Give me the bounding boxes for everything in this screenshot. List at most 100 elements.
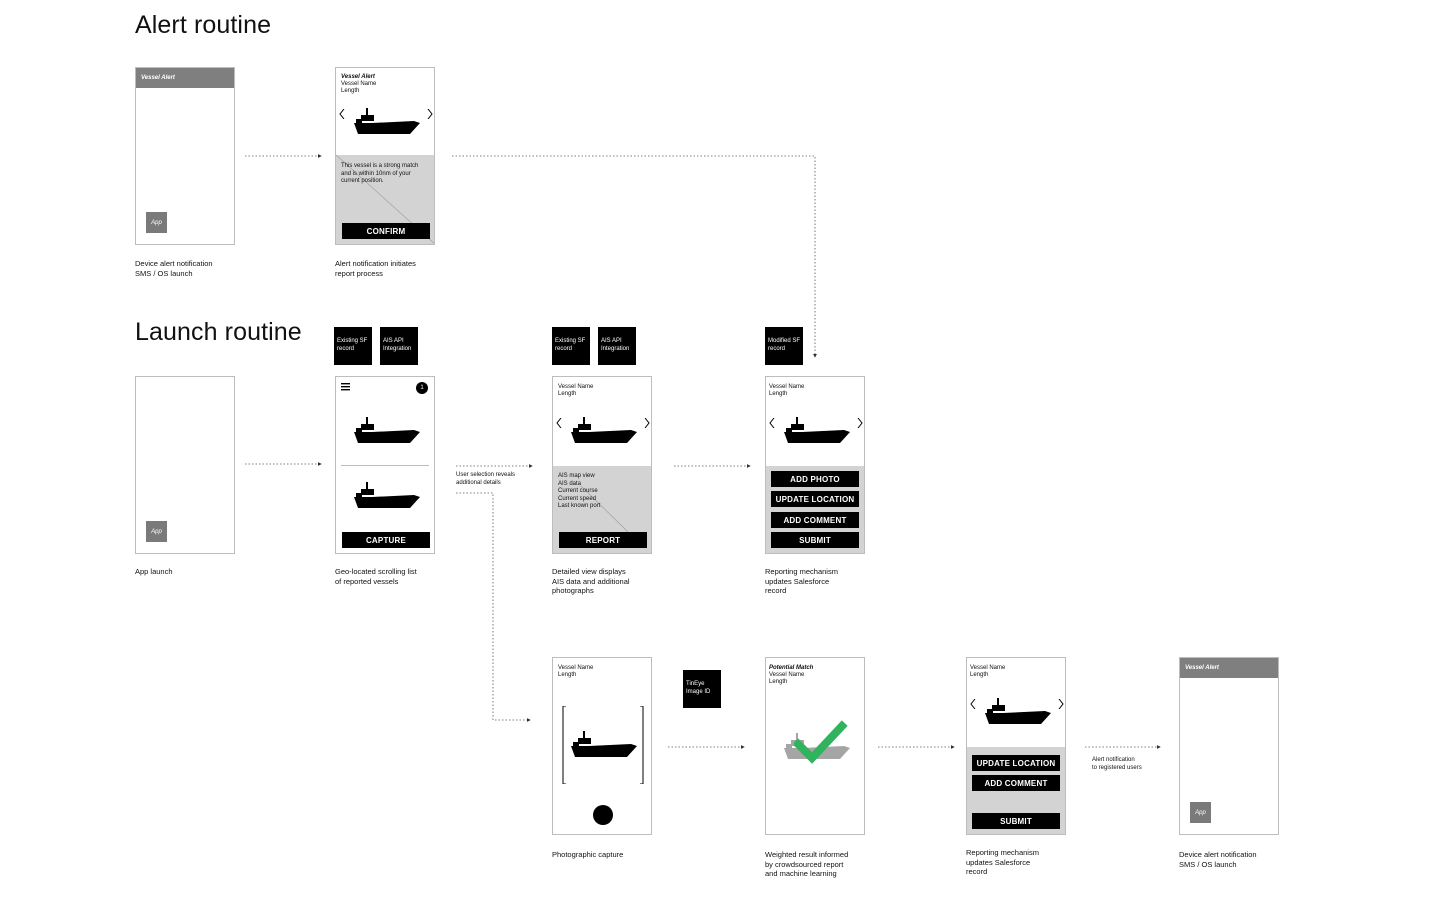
length-label: Length [769,679,788,685]
list-divider [341,465,429,466]
check-icon [794,720,848,764]
tag-line: TinEye [686,681,705,687]
caption-line: updates Salesforce [765,576,830,586]
ais-detail-item: Current course [558,488,598,494]
chevron-right-icon[interactable] [427,109,433,119]
tag-line: Integration [383,345,412,352]
ship-icon [784,417,850,443]
length-label: Length [769,391,788,397]
chevron-left-icon[interactable] [556,418,562,428]
tag-line: AIS API [601,338,622,344]
length-label: Length [341,88,360,94]
chevron-left-icon[interactable] [970,699,976,709]
app-icon[interactable]: App [146,521,167,542]
caption-line: updates Salesforce [966,857,1031,867]
submit-button[interactable]: SUBMIT [972,813,1060,829]
vessel-name-label: Vessel Name [341,81,377,87]
caption-line: by crowdsourced report [765,859,844,869]
caption-device-alert: Device alert notification SMS / OS launc… [135,259,213,278]
caption-line: Device alert notification [135,259,213,268]
caption-line: SMS / OS launch [1179,859,1237,869]
submit-button[interactable]: SUBMIT [771,532,859,548]
app-icon[interactable]: App [1190,802,1211,823]
caption-line: Reporting mechanism [765,567,838,576]
user-selection-label: User selection reveals additional detail… [456,472,515,487]
ship-icon[interactable] [352,482,420,508]
notification-badge[interactable]: 1 [416,382,428,394]
caption-line: AIS data and additional [552,576,630,586]
launch-routine-title: Launch routine [135,318,302,346]
alert-message-line: and is within 10nm of your [341,170,411,177]
menu-icon[interactable] [341,383,351,391]
caption-line: Geo-located scrolling list [335,567,417,576]
chevron-right-icon[interactable] [644,418,650,428]
caption-reporting-mechanism-2: Reporting mechanism updates Salesforce r… [966,848,1039,877]
caption-line: and machine learning [765,869,837,878]
ship-icon [571,417,637,443]
app-icon[interactable]: App [146,212,167,233]
tag-line: Existing SF [555,338,586,344]
tag-line: record [555,345,573,352]
ais-details-list: AIS map view AIS data Current course Cur… [558,473,600,511]
caption-weighted-result: Weighted result informed by crowdsourced… [765,850,848,879]
tag-line: record [768,345,786,352]
vessel-list-screen: 1 CAPTURE [335,376,435,554]
photo-capture-screen: Vessel Name Length [552,657,652,835]
potential-match-label: Potential Match [769,665,814,671]
vessel-detail-screen: Vessel Name Length AIS map view AIS data… [552,376,652,554]
capture-button[interactable]: CAPTURE [342,532,430,548]
caption-line: App launch [135,567,173,576]
confirm-button[interactable]: CONFIRM [342,223,430,239]
vessel-alert-bar: Vessel Alert [136,68,234,88]
caption-detailed-view: Detailed view displays AIS data and addi… [552,567,630,596]
alert-routine-title: Alert routine [135,11,272,39]
tag-line: Existing SF [337,338,368,344]
flow-label-line: to registered users [1092,764,1142,771]
update-location-button[interactable]: UPDATE LOCATION [972,755,1060,771]
ais-detail-item: AIS data [558,480,582,487]
caption-reporting-mechanism: Reporting mechanism updates Salesforce r… [765,567,838,596]
length-label: Length [558,391,577,397]
add-comment-button[interactable]: ADD COMMENT [972,775,1060,791]
chevron-right-icon[interactable] [857,418,863,428]
add-photo-button[interactable]: ADD PHOTO [771,471,859,487]
chevron-left-icon[interactable] [339,109,345,119]
ship-icon[interactable] [352,417,420,443]
report-button[interactable]: REPORT [559,532,647,548]
app-launch-screen: App [135,376,235,554]
device-alert-screen: Vessel Alert App [135,67,235,245]
caption-device-alert-2: Device alert notification SMS / OS launc… [1179,850,1257,869]
shutter-icon[interactable] [593,805,613,825]
flow-label-line: additional details [456,479,501,486]
alert-message: This vessel is a strong match and is wit… [341,163,418,186]
add-comment-button[interactable]: ADD COMMENT [771,512,859,528]
reporting-screen: Vessel Name Length ADD PHOTO UPDATE LOCA… [765,376,865,554]
caption-line: Photographic capture [552,850,624,859]
update-location-button[interactable]: UPDATE LOCATION [771,491,859,507]
ais-detail-item: AIS map view [558,473,595,479]
vessel-alert-label: Vessel Alert [341,74,375,80]
vessel-name-label: Vessel Name [970,665,1006,671]
caption-line: of reported vessels [335,576,399,586]
tag-line: Modified SF [768,338,801,344]
caption-app-launch: App launch [135,567,173,577]
chevron-left-icon[interactable] [769,418,775,428]
vessel-name-label: Vessel Name [769,384,805,390]
caption-line: photographs [552,586,594,595]
viewfinder-frame [562,706,644,784]
vessel-name-label: Vessel Name [769,672,805,678]
alert-message-line: current position. [341,178,384,184]
alert-notification-label: Alert notification to registered users [1092,757,1142,772]
ship-icon [985,698,1051,724]
ship-icon [354,108,420,134]
caption-line: Alert notification initiates [335,259,416,268]
caption-line: Reporting mechanism [966,848,1039,857]
flow-label-line: User selection reveals [456,472,516,478]
chevron-right-icon[interactable] [1058,699,1064,709]
caption-line: record [966,867,988,876]
